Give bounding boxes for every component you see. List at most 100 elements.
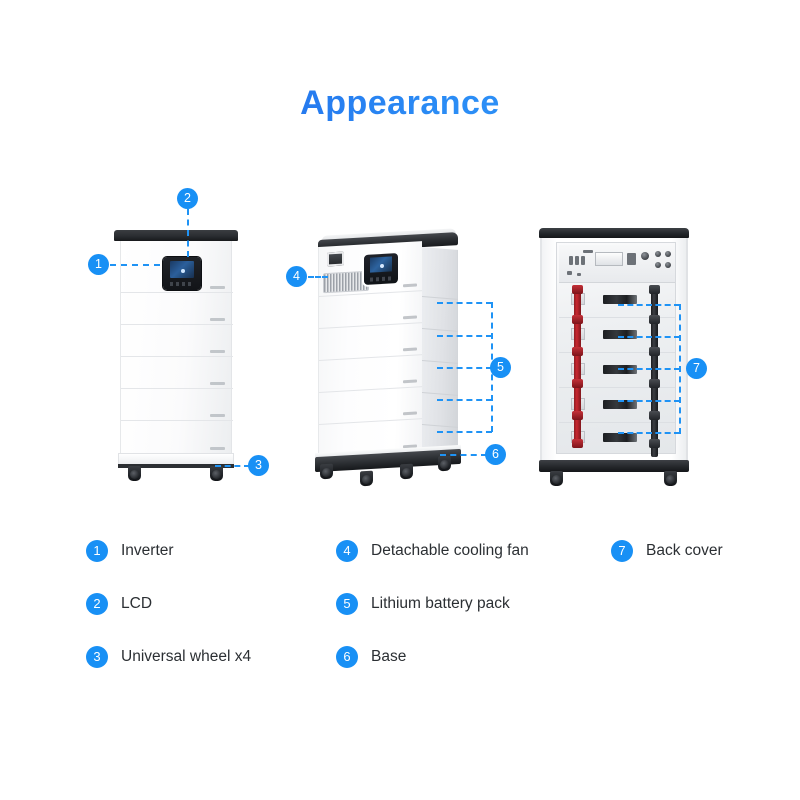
battery-module	[121, 357, 233, 389]
negative-cable-rail	[651, 287, 658, 457]
cable-lug	[649, 347, 660, 356]
legend-item-back-cover[interactable]: 7 Back cover	[611, 540, 723, 562]
callout-leader-5-b	[437, 335, 492, 337]
legend-item-base[interactable]: 6 Base	[336, 646, 406, 668]
legend-badge-2: 2	[86, 593, 108, 615]
top-cap	[114, 230, 238, 241]
cable-lug	[572, 285, 583, 294]
brand-logo	[403, 379, 417, 384]
brand-logo	[403, 411, 417, 416]
legend-label-universal-wheel: Universal wheel x4	[121, 648, 252, 665]
cable-lug	[649, 285, 660, 294]
cooling-fan-grille[interactable]	[323, 270, 369, 294]
legend-badge-7: 7	[611, 540, 633, 562]
cable-lug	[572, 315, 583, 324]
cable-lug	[572, 439, 583, 448]
callout-leader-5-c	[437, 367, 492, 369]
lcd-indicator-dot	[380, 263, 384, 269]
callout-badge-5[interactable]: 5	[490, 357, 511, 378]
callout-badge-3[interactable]: 3	[248, 455, 269, 476]
brand-logo	[403, 283, 417, 288]
universal-wheel	[664, 471, 677, 486]
terminal-block	[569, 256, 573, 265]
brand-logo	[210, 350, 225, 353]
module-connector[interactable]	[603, 295, 637, 304]
cable-lug	[572, 347, 583, 356]
module-connector[interactable]	[603, 433, 637, 442]
top-cap	[539, 228, 689, 238]
port-connector[interactable]	[655, 251, 661, 257]
back-cover-view-unit	[539, 228, 689, 486]
callout-badge-1[interactable]: 1	[88, 254, 109, 275]
legend-item-cooling-fan[interactable]: 4 Detachable cooling fan	[336, 540, 529, 562]
cable-lug	[572, 411, 583, 420]
cable-lug	[572, 379, 583, 388]
legend: 1 Inverter 2 LCD 3 Universal wheel x4 4 …	[0, 505, 800, 705]
lcd-button-row[interactable]	[370, 276, 392, 282]
module-connector[interactable]	[603, 400, 637, 409]
legend-label-inverter: Inverter	[121, 542, 174, 559]
lcd-panel[interactable]	[163, 257, 201, 290]
base-plate	[539, 460, 689, 472]
legend-item-universal-wheel[interactable]: 3 Universal wheel x4	[86, 646, 251, 668]
cabinet-frame	[540, 238, 688, 460]
lcd-indicator-dot	[181, 269, 185, 273]
cooling-fan-housing	[327, 251, 344, 267]
terminal-block	[581, 256, 585, 265]
legend-badge-4: 4	[336, 540, 358, 562]
legend-label-cooling-fan: Detachable cooling fan	[371, 542, 529, 559]
cable-lug	[649, 379, 660, 388]
cable-lug	[649, 439, 660, 448]
callout-badge-2[interactable]: 2	[177, 188, 198, 209]
cable-lug	[649, 315, 660, 324]
legend-label-base: Base	[371, 648, 407, 665]
callout-leader-7-b	[618, 336, 680, 338]
universal-wheel	[360, 470, 373, 487]
callout-leader-7-c	[618, 368, 680, 370]
universal-wheel	[438, 455, 451, 472]
breaker-switch[interactable]	[627, 253, 636, 265]
callout-leader-7-d	[618, 400, 680, 402]
callout-leader-7-e	[618, 432, 680, 434]
lcd-screen	[170, 261, 194, 278]
universal-wheel	[550, 471, 563, 486]
tower-body	[120, 241, 233, 453]
callout-badge-7[interactable]: 7	[686, 358, 707, 379]
brand-logo	[210, 447, 225, 450]
universal-wheel	[320, 463, 333, 480]
battery-module	[121, 293, 233, 325]
cable-lug	[649, 411, 660, 420]
battery-module	[121, 421, 233, 453]
universal-wheel	[210, 466, 223, 481]
callout-bracket-7	[679, 304, 681, 434]
brand-logo	[403, 315, 417, 320]
port-connector[interactable]	[655, 262, 661, 268]
legend-item-battery-pack[interactable]: 5 Lithium battery pack	[336, 593, 510, 615]
brand-logo	[403, 347, 417, 352]
lcd-button-row[interactable]	[170, 282, 194, 286]
callout-leader-5-d	[437, 399, 492, 401]
lcd-panel[interactable]	[364, 253, 398, 285]
port-connector[interactable]	[665, 251, 671, 257]
base-dark-strip	[118, 464, 234, 468]
legend-label-lcd: LCD	[121, 595, 153, 612]
perspective-view-unit	[315, 228, 461, 487]
rotary-knob[interactable]	[641, 252, 649, 260]
port-connector[interactable]	[665, 262, 671, 268]
callout-leader-2	[187, 209, 189, 257]
page-title: Appearance	[0, 84, 800, 123]
legend-item-lcd[interactable]: 2 LCD	[86, 593, 152, 615]
terminal-block	[575, 256, 579, 265]
side-module-seam	[422, 247, 458, 300]
legend-item-inverter[interactable]: 1 Inverter	[86, 540, 174, 562]
terminal-block	[577, 273, 581, 276]
inverter-module	[121, 241, 233, 293]
callout-badge-6[interactable]: 6	[485, 444, 506, 465]
callout-badge-4[interactable]: 4	[286, 266, 307, 287]
callout-leader-1	[110, 264, 160, 266]
callout-leader-5-e	[437, 431, 492, 433]
callout-leader-4	[308, 276, 328, 278]
module-connector[interactable]	[603, 330, 637, 339]
back-panel-interior	[556, 242, 676, 457]
